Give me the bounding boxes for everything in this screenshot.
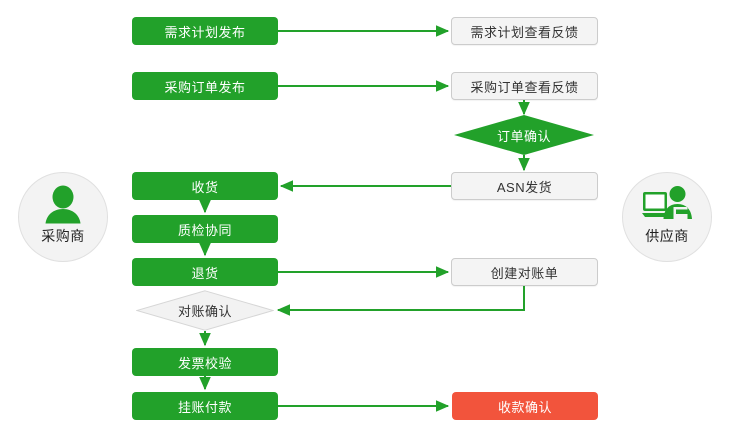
node-purchase-order-view-feedback[interactable]: 采购订单查看反馈 xyxy=(451,72,598,100)
node-invoice-verification[interactable]: 发票校验 xyxy=(132,348,278,376)
person-icon xyxy=(19,185,107,227)
node-reconciliation-confirm-label: 对账确认 xyxy=(177,304,232,319)
node-order-confirm[interactable]: 订单确认 xyxy=(454,115,594,155)
actor-buyer: 采购商 xyxy=(18,172,108,262)
node-reconciliation-confirm[interactable]: 对账确认 xyxy=(136,290,274,331)
person-at-computer-icon xyxy=(623,185,711,227)
node-order-confirm-label: 订单确认 xyxy=(496,128,551,144)
node-payable-payment[interactable]: 挂账付款 xyxy=(132,392,278,420)
node-receipt-confirm[interactable]: 收款确认 xyxy=(452,392,598,420)
node-asn-shipment[interactable]: ASN发货 xyxy=(451,172,598,200)
actor-supplier: 供应商 xyxy=(622,172,712,262)
node-demand-plan-view-feedback[interactable]: 需求计划查看反馈 xyxy=(451,17,598,45)
node-purchase-order-publish[interactable]: 采购订单发布 xyxy=(132,72,278,100)
node-goods-receipt[interactable]: 收货 xyxy=(132,172,278,200)
actor-supplier-label: 供应商 xyxy=(645,228,689,244)
node-return-goods[interactable]: 退货 xyxy=(132,258,278,286)
node-create-reconciliation-statement[interactable]: 创建对账单 xyxy=(451,258,598,286)
node-demand-plan-publish[interactable]: 需求计划发布 xyxy=(132,17,278,45)
actor-buyer-label: 采购商 xyxy=(41,228,85,244)
edge-n10-n11 xyxy=(276,286,525,316)
node-quality-inspection-collab[interactable]: 质检协同 xyxy=(132,215,278,243)
